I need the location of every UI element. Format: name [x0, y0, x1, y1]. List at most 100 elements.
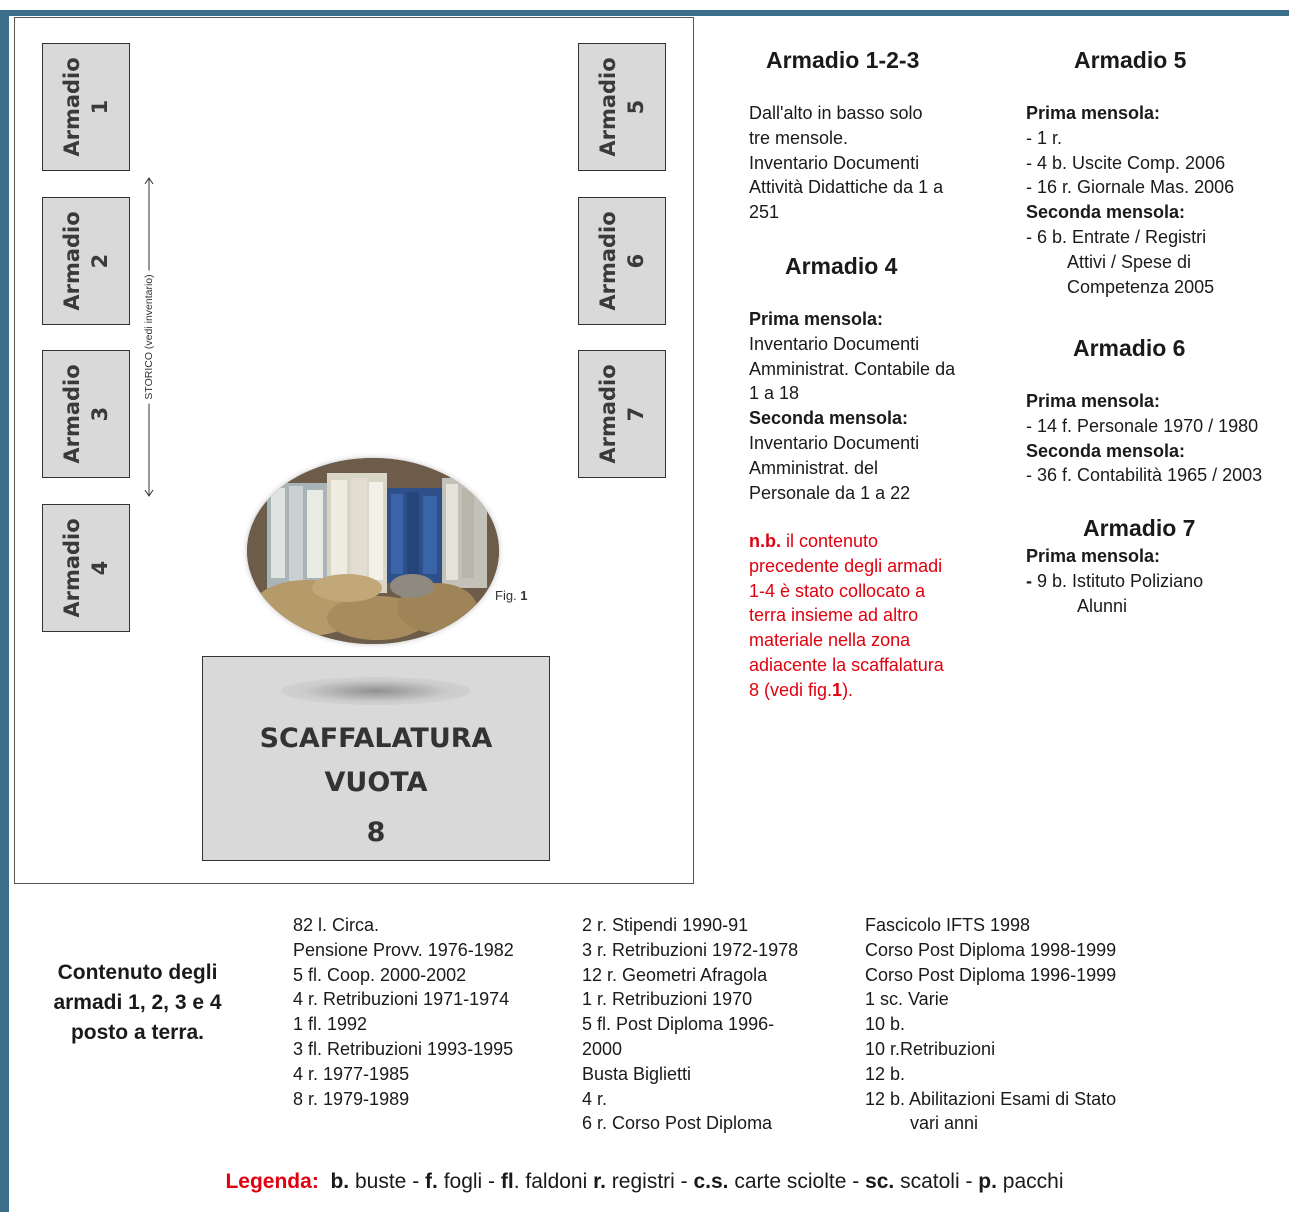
text-line: Attivi / Spese di	[1067, 251, 1192, 272]
legend-abbr: c.s.	[693, 1170, 729, 1193]
legend-abbr: b.	[330, 1170, 350, 1193]
fig-number: 1	[520, 588, 528, 603]
shelf-line2: VUOTA	[324, 767, 428, 798]
armadio-5-text: Prima mensola: - 1 r. - 4 b. Uscite Comp…	[1026, 101, 1234, 299]
text-line: Dall'alto in basso solo	[749, 103, 923, 123]
text-line: Inventario Documenti	[749, 333, 920, 354]
armadio-123-title: Armadio 1-2-3	[766, 47, 920, 73]
seconda-mensola-label: Seconda mensola:	[749, 408, 909, 429]
nb-label: n.b.	[749, 531, 781, 551]
text-line: precedente degli armadi	[749, 555, 943, 576]
text-line: 9 b. Istituto Poliziano	[1032, 570, 1204, 591]
list-item: 6 r. Corso Post Diploma	[582, 1113, 773, 1134]
list-item: 3 fl. Retribuzioni 1993-1995	[293, 1038, 514, 1059]
top-border	[0, 10, 1289, 16]
text-line: materiale nella zona	[749, 630, 911, 651]
armadio-6-title: Armadio 6	[1073, 335, 1186, 361]
legend-abbr: f.	[425, 1170, 438, 1193]
legend-abbr: fl	[500, 1170, 514, 1193]
armadio-7-title: Armadio 7	[1083, 515, 1196, 541]
legend-abbr: p.	[978, 1170, 997, 1193]
text-line: - 16 r. Giornale Mas. 2006	[1026, 177, 1235, 198]
list-item: Busta Biglietti	[582, 1063, 692, 1084]
cabinet-number: 2	[88, 253, 112, 269]
legend-desc: fogli -	[437, 1170, 501, 1193]
list-item: 1 r. Retribuzioni 1970	[582, 989, 753, 1010]
contenuto-list-a: 82 l. Circa. Pensione Provv. 1976-1982 5…	[293, 913, 514, 1111]
shelf-shadow	[281, 677, 471, 705]
legend-title: Legenda:	[225, 1170, 319, 1193]
cabinet-number: 6	[624, 253, 648, 269]
shelf-line1: SCAFFALATURA	[259, 723, 493, 754]
text-line: Inventario Documenti	[749, 432, 920, 453]
left-border	[0, 10, 9, 1212]
list-item: 2 r. Stipendi 1990-91	[582, 915, 749, 935]
list-item: Fascicolo IFTS 1998	[865, 915, 1031, 935]
seconda-mensola-label: Seconda mensola:	[1026, 202, 1186, 223]
legend-desc: carte sciolte -	[728, 1170, 866, 1193]
storico-label: STORICO (vedi inventario)	[143, 270, 155, 404]
seconda-mensola-label: Seconda mensola:	[1026, 440, 1186, 461]
armadio-5-title: Armadio 5	[1074, 47, 1187, 73]
legend-desc: buste -	[349, 1170, 426, 1193]
armadio-7-text: Prima mensola: - 9 b. Istituto Poliziano…	[1026, 544, 1203, 618]
text-line: 251	[749, 202, 780, 223]
armadio-123-text: Dall'alto in basso solo tre mensole. Inv…	[749, 101, 943, 225]
cabinet-word: Armadio	[60, 518, 84, 618]
list-item: vari anni	[910, 1113, 979, 1134]
text-line: Personale da 1 a 22	[749, 482, 911, 503]
fig-1-photo	[247, 458, 499, 644]
legend-desc: scatoli -	[894, 1170, 979, 1193]
fig-caption: Fig. 1	[495, 588, 528, 603]
fig-ref-number: 1	[832, 679, 843, 700]
text-line: 1-4 è stato collocato a	[749, 580, 926, 601]
list-item: Corso Post Diploma 1998-1999	[865, 939, 1117, 960]
list-item: 10 r.Retribuzioni	[865, 1038, 996, 1059]
shelf-number: 8	[366, 817, 386, 848]
list-item: 3 r. Retribuzioni 1972-1978	[582, 939, 799, 960]
text-line: Alunni	[1077, 595, 1128, 616]
prima-mensola-label: Prima mensola:	[749, 309, 884, 329]
list-item: 8 r. 1979-1989	[293, 1088, 410, 1109]
list-item: 4 r. Retribuzioni 1971-1974	[293, 989, 510, 1010]
list-item: 1 fl. 1992	[293, 1014, 368, 1035]
text-line: ).	[842, 679, 854, 700]
archive-boxes-photo	[247, 458, 499, 644]
list-item: Corso Post Diploma 1996-1999	[865, 964, 1117, 985]
text-line: Amministrat. Contabile da	[749, 358, 956, 379]
list-item: 5 fl. Coop. 2000-2002	[293, 964, 467, 985]
list-item: 12 b. Abilitazioni Esami di Stato	[865, 1088, 1117, 1109]
text-line: Competenza 2005	[1067, 276, 1215, 297]
cabinet-word: Armadio	[60, 364, 84, 464]
list-item: 82 l. Circa.	[293, 915, 380, 935]
shelving-8: SCAFFALATURA VUOTA 8	[202, 656, 550, 861]
nb-note: n.b. il contenuto precedente degli armad…	[749, 529, 944, 703]
text-line: - 6 b. Entrate / Registri	[1026, 226, 1207, 247]
cabinet-word: Armadio	[596, 364, 620, 464]
armadio-6-text: Prima mensola: - 14 f. Personale 1970 / …	[1026, 389, 1262, 488]
text-line: - 4 b. Uscite Comp. 2006	[1026, 152, 1226, 173]
prima-mensola-label: Prima mensola:	[1026, 546, 1161, 566]
text-line: - 36 f. Contabilità 1965 / 2003	[1026, 465, 1263, 486]
dash: -	[1026, 570, 1032, 591]
contenuto-list-b: 2 r. Stipendi 1990-91 3 r. Retribuzioni …	[582, 913, 798, 1136]
cabinet-number: 5	[624, 99, 648, 115]
contenuto-title: Contenuto degli armadi 1, 2, 3 e 4 posto…	[53, 961, 222, 1044]
cabinet-word: Armadio	[60, 57, 84, 157]
prima-mensola-label: Prima mensola:	[1026, 103, 1161, 123]
text-line: Attività Didattiche da 1 a	[749, 177, 944, 198]
contenuto-list-c: Fascicolo IFTS 1998 Corso Post Diploma 1…	[865, 913, 1116, 1136]
list-item: 12 r. Geometri Afragola	[582, 964, 768, 985]
cabinet-word: Armadio	[60, 211, 84, 311]
text-line: Amministrat. del	[749, 457, 879, 478]
cabinet-number: 1	[88, 99, 112, 115]
list-item: 4 r. 1977-1985	[293, 1063, 410, 1084]
list-item: 4 r.	[582, 1088, 608, 1109]
cabinet-number: 4	[88, 560, 112, 576]
text-line: 8 (vedi fig.	[749, 679, 833, 700]
